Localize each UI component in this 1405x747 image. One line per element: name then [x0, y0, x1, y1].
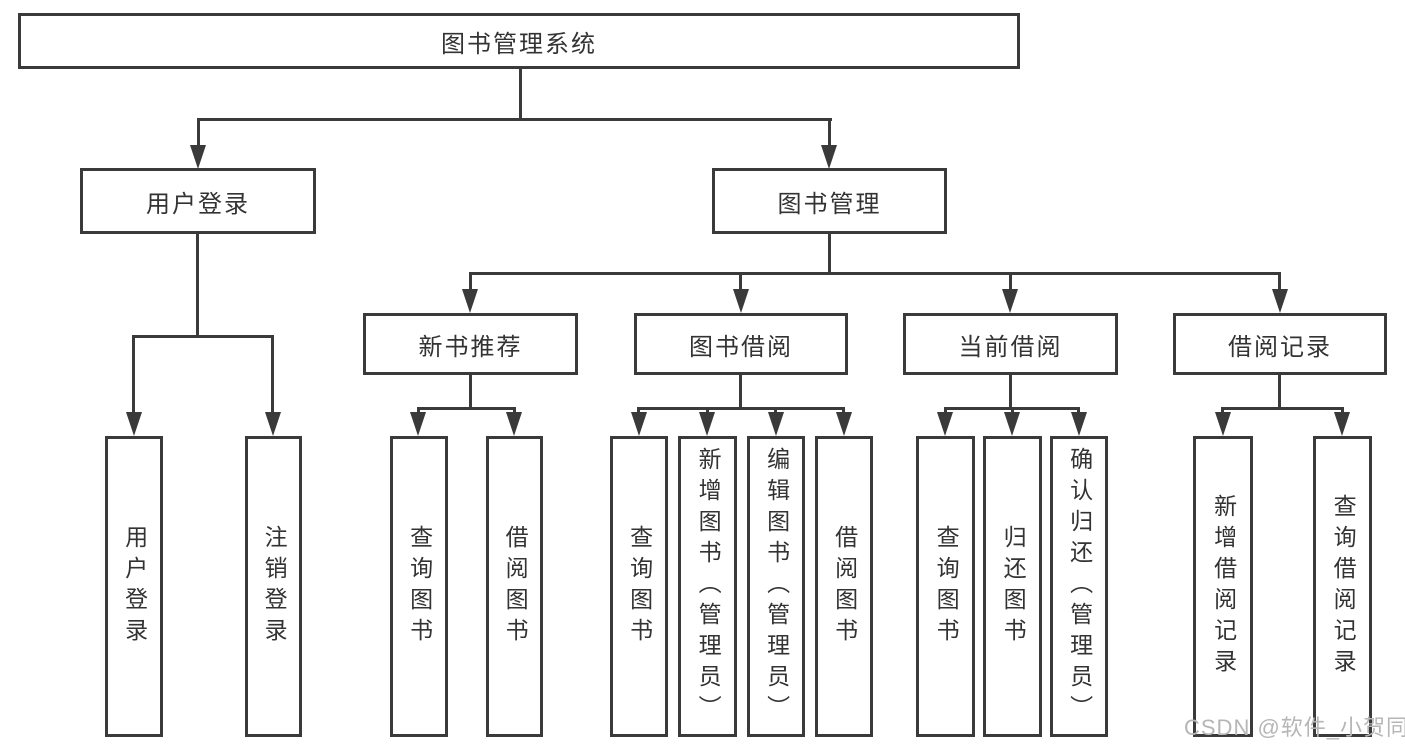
leaf-current-confirm-return-label: 确认归还（管理员） — [1066, 447, 1093, 726]
edge-rec-stem — [469, 375, 472, 407]
leaf-user-login: 用户登录 — [105, 436, 163, 737]
node-current-borrow-label: 当前借阅 — [958, 333, 1063, 361]
node-root: 图书管理系统 — [18, 13, 1020, 69]
arrow-down-cb-confirm-icon — [1071, 412, 1087, 436]
arrow-down-book-mgmt-icon — [821, 145, 837, 169]
arrow-down-bb-add-icon — [699, 412, 715, 436]
edge-user-login-split — [132, 335, 274, 338]
leaf-records-add-record: 新增借阅记录 — [1193, 436, 1253, 737]
leaf-current-return-book: 归还图书 — [983, 436, 1042, 737]
leaf-user-login-label: 用户登录 — [121, 524, 148, 649]
node-book-management: 图书管理 — [712, 168, 947, 234]
arrow-down-borrow-record-icon — [1272, 289, 1288, 313]
edge-borrow-record-shaft — [1278, 272, 1281, 290]
arrow-down-br-query-icon — [1334, 412, 1350, 436]
edge-bb-stem — [739, 375, 742, 407]
edge-book-borrow-shaft — [739, 272, 742, 290]
node-user-login: 用户登录 — [80, 168, 316, 234]
node-borrow-records: 借阅记录 — [1173, 313, 1387, 375]
edge-to-user-login-shaft — [197, 118, 200, 146]
arrow-down-user-login-icon — [190, 145, 206, 169]
arrow-down-cb-query-icon — [937, 412, 953, 436]
arrow-down-bb-query-icon — [631, 412, 647, 436]
arrow-down-cb-return-icon — [1004, 412, 1020, 436]
leaf-recommend-borrow-book-label: 借阅图书 — [502, 524, 529, 649]
edge-root-split — [197, 118, 832, 121]
arrow-down-rec-query-icon — [410, 412, 426, 436]
node-new-book-recommend-label: 新书推荐 — [418, 333, 523, 361]
arrow-down-book-borrow-icon — [733, 289, 749, 313]
leaf-borrow-edit-book-label: 编辑图书（管理员） — [763, 447, 790, 726]
arrow-down-leaf-user-login-icon — [126, 412, 142, 436]
leaf-borrow-borrow-book: 借阅图书 — [815, 436, 873, 737]
node-borrow-records-label: 借阅记录 — [1228, 333, 1332, 361]
leaf-borrow-query-book: 查询图书 — [610, 436, 668, 737]
leaf-current-query-book-label: 查询图书 — [933, 524, 960, 649]
edge-bb-edit-shaft — [774, 407, 777, 415]
node-new-book-recommend: 新书推荐 — [363, 313, 578, 375]
leaf-borrow-add-book-label: 新增图书（管理员） — [695, 447, 722, 726]
arrow-down-br-add-icon — [1215, 412, 1231, 436]
edge-bb-split — [637, 407, 845, 410]
edge-leaf-user-login-shaft — [132, 335, 135, 413]
leaf-records-add-record-label: 新增借阅记录 — [1210, 493, 1237, 680]
edge-rec-query-shaft — [417, 407, 420, 415]
leaf-current-query-book: 查询图书 — [916, 436, 975, 737]
leaf-logout: 注销登录 — [245, 436, 302, 737]
edge-to-book-mgmt-shaft — [828, 118, 831, 146]
node-root-label: 图书管理系统 — [441, 30, 597, 58]
edge-cb-confirm-shaft — [1077, 407, 1080, 415]
arrow-down-leaf-logout-icon — [265, 412, 281, 436]
edge-rec-split — [417, 407, 516, 410]
edge-rec-borrow-shaft — [513, 407, 516, 415]
edge-cb-return-shaft — [1011, 407, 1014, 415]
edge-book-mgmt-split — [469, 272, 1280, 275]
leaf-current-confirm-return: 确认归还（管理员） — [1050, 436, 1108, 737]
leaf-borrow-query-book-label: 查询图书 — [626, 524, 653, 649]
leaf-logout-label: 注销登录 — [261, 524, 288, 649]
leaf-recommend-query-book-label: 查询图书 — [406, 524, 433, 649]
leaf-records-query-record: 查询借阅记录 — [1313, 436, 1372, 737]
leaf-borrow-edit-book: 编辑图书（管理员） — [747, 436, 805, 737]
leaf-records-query-record-label: 查询借阅记录 — [1330, 493, 1357, 680]
node-book-management-label: 图书管理 — [777, 190, 882, 218]
edge-cb-query-shaft — [944, 407, 947, 415]
csdn-watermark: CSDN @软件_小贺同学 — [1184, 715, 1405, 740]
edge-br-stem — [1278, 375, 1281, 407]
edge-bb-query-shaft — [637, 407, 640, 415]
edge-bb-borrow-shaft — [842, 407, 845, 415]
leaf-borrow-borrow-book-label: 借阅图书 — [831, 524, 858, 649]
node-book-borrow: 图书借阅 — [634, 313, 848, 375]
arrow-down-rec-borrow-icon — [506, 412, 522, 436]
leaf-borrow-add-book: 新增图书（管理员） — [678, 436, 737, 737]
leaf-recommend-query-book: 查询图书 — [390, 436, 448, 737]
edge-br-query-shaft — [1341, 407, 1344, 415]
node-current-borrow: 当前借阅 — [903, 313, 1118, 375]
edge-cb-stem — [1009, 375, 1012, 407]
edge-new-book-rec-shaft — [469, 272, 472, 290]
edge-book-mgmt-stem — [828, 234, 831, 272]
node-book-borrow-label: 图书借阅 — [689, 333, 793, 361]
edge-leaf-logout-shaft — [271, 335, 274, 413]
leaf-recommend-borrow-book: 借阅图书 — [486, 436, 543, 737]
edge-root-stem — [519, 69, 522, 118]
edge-current-borrow-shaft — [1009, 272, 1012, 290]
node-user-login-label: 用户登录 — [146, 190, 250, 218]
edge-bb-add-shaft — [706, 407, 709, 415]
arrow-down-current-borrow-icon — [1002, 289, 1018, 313]
arrow-down-bb-borrow-icon — [836, 412, 852, 436]
edge-user-login-stem — [196, 234, 199, 335]
arrow-down-bb-edit-icon — [768, 412, 784, 436]
leaf-current-return-book-label: 归还图书 — [1000, 524, 1027, 649]
edge-br-add-shaft — [1221, 407, 1224, 415]
arrow-down-new-book-rec-icon — [462, 289, 478, 313]
edge-br-split — [1221, 407, 1343, 410]
